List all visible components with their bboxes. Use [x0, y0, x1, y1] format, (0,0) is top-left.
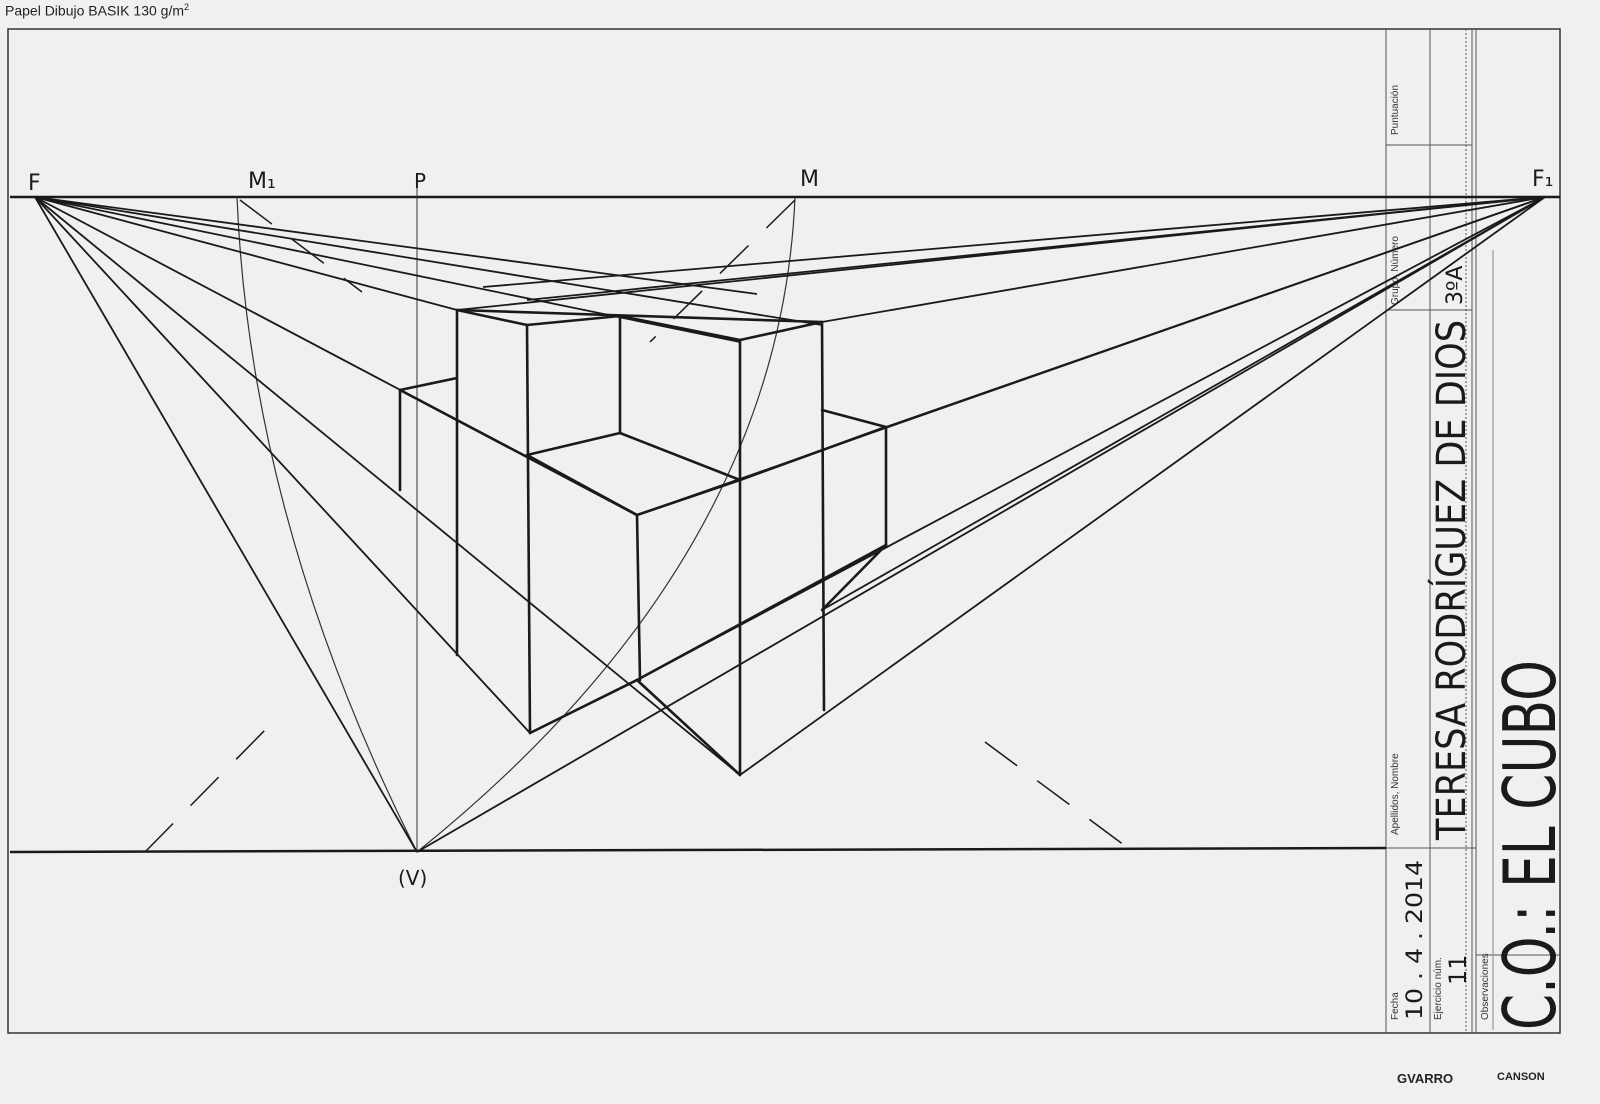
- title-block-labels: Puntuación Grupo, Número 3ºA Apellidos, …: [1390, 85, 1572, 1030]
- vanishing-line-f: [34, 196, 458, 311]
- label-v: (V): [398, 866, 427, 890]
- cube-edge: [820, 320, 826, 712]
- cube-edge: [398, 388, 639, 517]
- cube-edge: [455, 308, 529, 327]
- cube-edge: [635, 478, 742, 517]
- construction-dash: [649, 199, 796, 343]
- vanishing-line-f: [34, 196, 741, 343]
- cube-edge: [455, 308, 824, 324]
- vanishing-line-f: [34, 196, 418, 853]
- grupo-label: Grupo, Número: [1390, 236, 1401, 305]
- apellidos-label: Apellidos, Nombre: [1390, 753, 1401, 835]
- label-p: P: [414, 169, 426, 193]
- vanishing-line-f1: [821, 196, 1546, 323]
- vanishing-line-f: [34, 196, 823, 326]
- fecha-value: 10 . 4 . 2014: [1403, 860, 1428, 1020]
- cube-edge: [820, 408, 888, 429]
- vanishing-line-f1: [416, 196, 1546, 853]
- label-f1: F₁: [1532, 167, 1553, 192]
- canson-logo: CANSON: [1497, 1071, 1545, 1083]
- label-m: M: [800, 167, 819, 192]
- vanishing-lines: [34, 196, 1546, 853]
- label-f: F: [28, 171, 41, 196]
- cube-edge: [635, 678, 742, 777]
- construction-dash: [144, 729, 266, 853]
- measure-arc-right: [416, 196, 796, 853]
- vanishing-line-f: [34, 196, 758, 295]
- cube-edge: [618, 431, 742, 482]
- vanishing-line-f1: [636, 196, 1546, 681]
- paper-type-label: Papel Dibujo BASIK 130 g/m: [5, 2, 184, 19]
- ejercicio-value: 11: [1444, 954, 1472, 985]
- cube-edge: [635, 543, 888, 682]
- vanishing-line-f1: [821, 196, 1546, 611]
- measure-arc-left: [236, 196, 418, 853]
- cube-edge: [738, 320, 824, 342]
- cube-edge: [525, 431, 622, 457]
- cube-edge: [618, 314, 742, 342]
- fecha-label: Fecha: [1390, 992, 1401, 1020]
- gvarro-logo: GVARRO: [1397, 1071, 1454, 1086]
- point-labels: F M₁ P M F₁ (V): [28, 167, 1553, 890]
- vanishing-line-f: [34, 196, 741, 776]
- cube-edge: [398, 376, 459, 392]
- apellidos-value: TERESA RODRÍGUEZ DE DIOS: [1427, 320, 1475, 841]
- construction-dash: [239, 199, 363, 293]
- construction-dash: [984, 741, 1129, 849]
- cube-solid: [398, 308, 888, 777]
- paper-superscript: 2: [184, 2, 190, 12]
- ground-line: [9, 846, 1387, 854]
- ejercicio-label: Ejercicio núm.: [1433, 957, 1444, 1020]
- label-m1: M₁: [248, 169, 276, 194]
- grupo-value: 3ºA: [1443, 266, 1468, 305]
- cube-edge: [525, 314, 622, 327]
- vanishing-line-f: [34, 196, 531, 734]
- vanishing-line-f1: [739, 196, 1546, 776]
- vanishing-line-f1: [482, 196, 1546, 288]
- vanishing-line-f1: [456, 196, 1546, 311]
- observaciones-value: C.O.: EL CUBO: [1488, 660, 1572, 1030]
- sheet-frame: [7, 28, 1561, 1034]
- observaciones-label: Observaciones: [1480, 953, 1491, 1020]
- cube-edge: [820, 543, 888, 612]
- puntuacion-label: Puntuación: [1390, 85, 1401, 135]
- cube-edge: [635, 513, 642, 682]
- paper-header: Papel Dibujo BASIK 130 g/m2: [5, 2, 189, 19]
- construction-dashes: [144, 199, 1129, 853]
- cube-edge: [525, 323, 532, 735]
- cube-edge: [738, 425, 888, 482]
- cube-edge: [528, 678, 639, 735]
